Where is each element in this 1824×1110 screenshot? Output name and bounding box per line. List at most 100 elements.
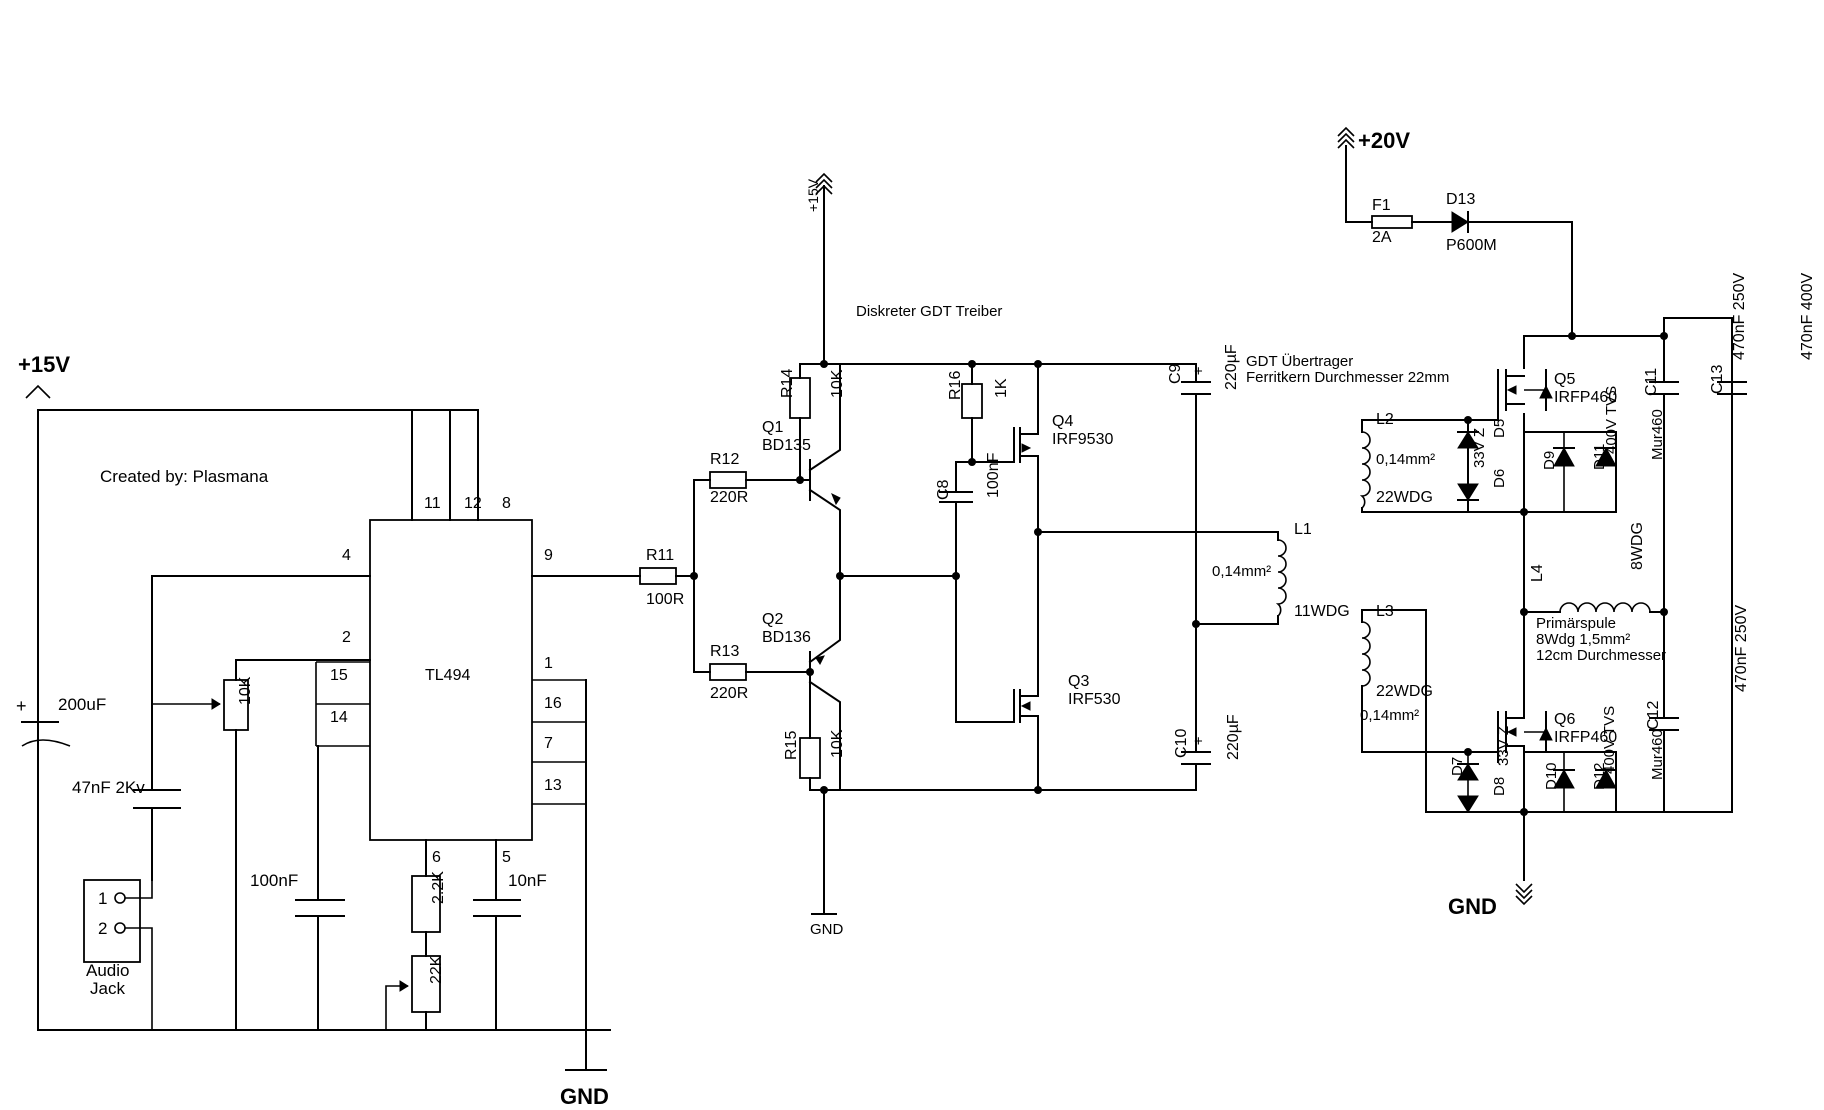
pin-13-label: 13 bbox=[544, 777, 562, 794]
d78-value: 33V Z bbox=[1495, 726, 1512, 766]
r11 bbox=[639, 567, 677, 585]
cap-10n-label: 10nF bbox=[508, 871, 547, 890]
q2-value: BD136 bbox=[762, 629, 811, 646]
q6-name: Q6 bbox=[1554, 711, 1575, 728]
d6-name: D6 bbox=[1491, 469, 1508, 488]
pin-1-label: 1 bbox=[544, 655, 553, 672]
pin-11-label: 11 bbox=[424, 495, 441, 512]
f1-value: 2A bbox=[1372, 229, 1392, 246]
l1-turns: 11WDG bbox=[1294, 603, 1350, 620]
d56-value: 33V Z bbox=[1471, 428, 1488, 468]
q1-name: Q1 bbox=[762, 419, 783, 436]
cap-100n-label: 100nF bbox=[250, 871, 298, 890]
l4-turns: 8WDG bbox=[1629, 522, 1646, 570]
pin-8-label: 8 bbox=[502, 495, 511, 512]
cap-200-label: 200uF bbox=[58, 695, 106, 714]
r15 bbox=[799, 737, 821, 779]
r12-name: R12 bbox=[710, 451, 739, 468]
pin-2-label: 2 bbox=[342, 629, 351, 646]
r11-name: R11 bbox=[646, 547, 674, 564]
c10-value: 220µF bbox=[1225, 714, 1242, 760]
d12-value: Mur460 bbox=[1649, 729, 1666, 780]
jack-pin1: 1 bbox=[98, 889, 107, 908]
r15-name: R15 bbox=[783, 731, 800, 760]
audio-jack[interactable] bbox=[83, 879, 141, 963]
r12-value: 220R bbox=[710, 489, 748, 506]
r11-value: 100R bbox=[646, 591, 684, 608]
c11-name: C11 bbox=[1643, 368, 1660, 396]
r15-value: 10K bbox=[829, 729, 846, 758]
gnd-right-label: GND bbox=[1448, 894, 1497, 919]
half-bridge-section: GDT Übertrager Ferritkern Durchmesser 22… bbox=[1246, 127, 1816, 919]
c8-name: C8 bbox=[935, 479, 952, 500]
d11-name: D11 bbox=[1591, 444, 1608, 470]
pin-12-label: 12 bbox=[464, 495, 482, 512]
v20-label: +20V bbox=[1358, 128, 1410, 153]
d9-name: D9 bbox=[1541, 451, 1558, 470]
pin-15-label: 15 bbox=[330, 667, 348, 684]
pin-14-label: 14 bbox=[330, 709, 348, 726]
r-2-2k-label: 2.2K bbox=[430, 871, 447, 904]
r16-name: R16 bbox=[947, 371, 964, 400]
primary-title: Primärspule bbox=[1536, 615, 1616, 632]
tl494-section: +15V TL494 11 12 8 4 2 15 14 9 1 16 7 13… bbox=[16, 352, 641, 1109]
c8-value: 100nF bbox=[985, 452, 1002, 498]
q3-name: Q3 bbox=[1068, 673, 1089, 690]
credit-text: Created by: Plasmana bbox=[100, 467, 269, 486]
l1-name: L1 bbox=[1294, 521, 1312, 538]
q4-value: IRF9530 bbox=[1052, 431, 1113, 448]
primary-spec1: 8Wdg 1,5mm² bbox=[1536, 631, 1630, 648]
cap-47n-label: 47nF 2Kv bbox=[72, 778, 145, 797]
fuse-f1 bbox=[1371, 215, 1413, 229]
d5-name: D5 bbox=[1491, 419, 1508, 438]
ic-name: TL494 bbox=[425, 667, 470, 684]
cap-200-plus: + bbox=[16, 696, 27, 716]
gnd-driver-label: GND bbox=[810, 921, 844, 938]
l3-turns: 22WDG bbox=[1376, 683, 1433, 700]
r13-name: R13 bbox=[710, 643, 739, 660]
jack-label-audio: Audio bbox=[86, 961, 129, 980]
d8-name: D8 bbox=[1491, 777, 1508, 796]
q4-name: Q4 bbox=[1052, 413, 1073, 430]
v15-driver-label: +15V bbox=[805, 178, 821, 212]
pin-7-label: 7 bbox=[544, 735, 553, 752]
pin-16-label: 16 bbox=[544, 695, 562, 712]
r12 bbox=[709, 471, 747, 489]
c10-plus: + bbox=[1194, 733, 1203, 750]
d10-name: D10 bbox=[1543, 762, 1560, 790]
c9-plus: + bbox=[1194, 363, 1203, 380]
d13-name: D13 bbox=[1446, 191, 1475, 208]
c10-name: C10 bbox=[1173, 729, 1190, 758]
gnd-left-label: GND bbox=[560, 1084, 609, 1109]
d10-value: 400V TVS bbox=[1601, 706, 1618, 774]
pin-6-label: 6 bbox=[432, 849, 441, 866]
d13-value: P600M bbox=[1446, 237, 1497, 254]
r16-value: 1K bbox=[993, 378, 1010, 398]
c12-value: 470nF 250V bbox=[1733, 604, 1750, 692]
d12-name: D12 bbox=[1591, 762, 1608, 790]
gdt-driver-section: Diskreter GDT Treiber R11 100R R12 220R … bbox=[639, 173, 1350, 938]
l3-wire: 0,14mm² bbox=[1360, 707, 1419, 724]
c9-name: C9 bbox=[1167, 363, 1184, 384]
c13-value: 470nF 400V bbox=[1799, 272, 1816, 360]
pot-10k-label: 10K bbox=[237, 676, 254, 705]
c11-value: 470nF 250V bbox=[1731, 272, 1748, 360]
q5-name: Q5 bbox=[1554, 371, 1575, 388]
driver-title: Diskreter GDT Treiber bbox=[856, 303, 1002, 320]
primary-spec2: 12cm Durchmesser bbox=[1536, 647, 1666, 664]
d11-value: Mur460 bbox=[1649, 409, 1666, 460]
c12-name: C12 bbox=[1645, 701, 1662, 730]
r13-value: 220R bbox=[710, 685, 748, 702]
l2-wire: 0,14mm² bbox=[1376, 451, 1435, 468]
jack-label-jack: Jack bbox=[90, 979, 125, 998]
r14-value: 10K bbox=[829, 369, 846, 398]
q1-value: BD135 bbox=[762, 437, 811, 454]
l1-wire: 0,14mm² bbox=[1212, 563, 1271, 580]
l2-name: L2 bbox=[1376, 411, 1394, 428]
d7-name: D7 bbox=[1449, 757, 1466, 776]
gdt-title: GDT Übertrager bbox=[1246, 352, 1353, 370]
r13 bbox=[709, 663, 747, 681]
q5-value: IRFP460 bbox=[1554, 389, 1617, 406]
d9-value: 400V TVS bbox=[1603, 386, 1620, 454]
